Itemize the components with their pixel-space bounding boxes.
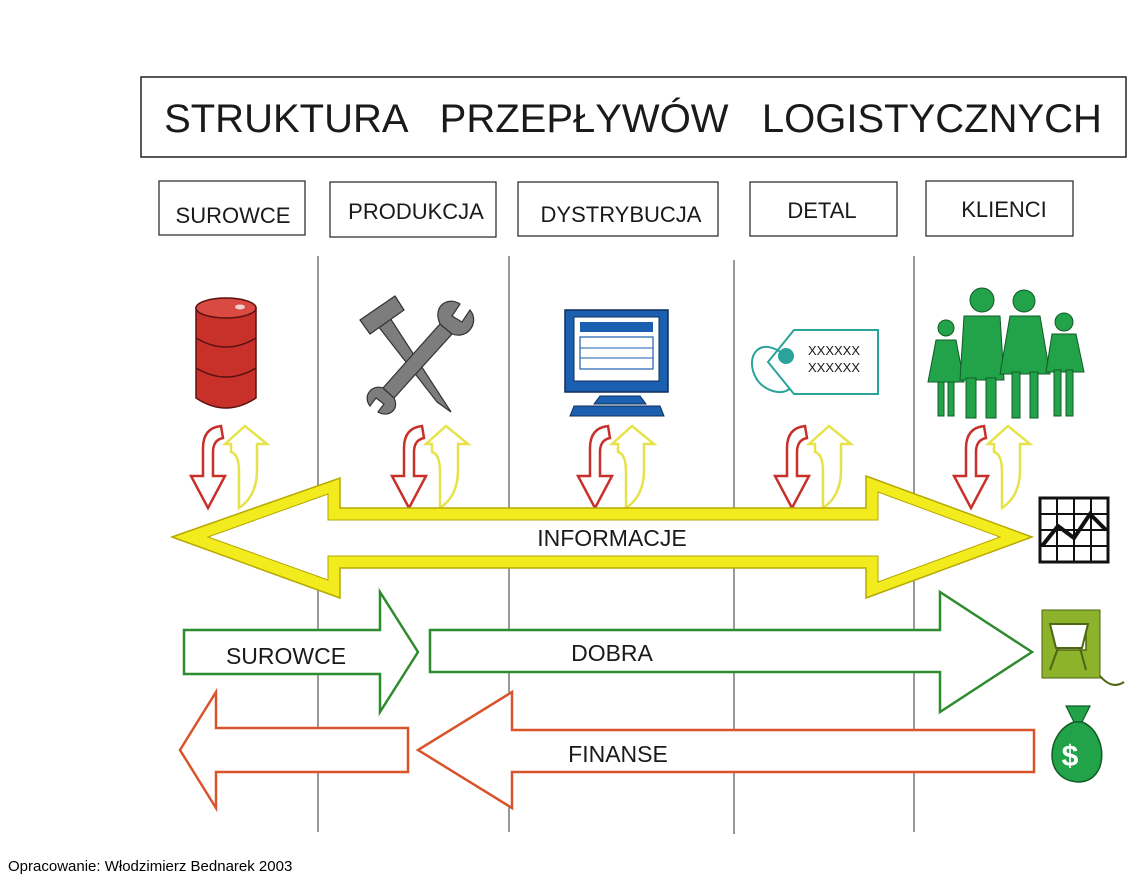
credit-text: Opracowanie: Włodzimierz Bednarek 2003	[8, 858, 293, 875]
money-bag-icon: $	[1051, 705, 1103, 783]
finanse-left-arrow	[178, 687, 410, 813]
informacje-arrow: INFORMACJE	[169, 474, 1035, 600]
price-tag-icon: XXXXXX XXXXXX	[751, 329, 879, 395]
computer-icon	[564, 309, 669, 417]
surowce-label: SUROWCE	[226, 643, 346, 669]
surowce-arrow: SUROWCE	[182, 587, 420, 717]
stage-label-text: DETAL	[787, 198, 856, 223]
stage-label-surowce: SUROWCE	[158, 180, 306, 236]
tag-text-line-1: XXXXXX	[808, 343, 860, 358]
stage-label-dystrybucja: DYSTRYBUCJA	[517, 181, 719, 237]
informacje-label: INFORMACJE	[537, 525, 687, 551]
exchange-arrows-dystrybucja	[575, 424, 658, 511]
finanse-label: FINANSE	[568, 741, 668, 767]
exchange-arrows	[188, 424, 1034, 511]
diagram-title: STRUKTURA PRZEPŁYWÓW LOGISTYCZNYCH	[164, 96, 1102, 141]
stage-label-klienci: KLIENCI	[925, 180, 1074, 237]
exchange-arrows-detal	[772, 424, 855, 511]
exchange-arrows-klienci	[951, 424, 1034, 511]
exchange-arrows-produkcja	[389, 424, 472, 511]
family-icon	[927, 287, 1085, 419]
stage-label-text: KLIENCI	[961, 197, 1047, 222]
stage-label-produkcja: PRODUKCJA	[329, 181, 497, 238]
chart-icon	[1038, 496, 1110, 564]
stage-label-detal: DETAL	[749, 181, 898, 237]
oil-barrel-icon	[195, 297, 257, 409]
exchange-arrows-surowce	[188, 424, 271, 511]
stage-label-text: SUROWCE	[176, 203, 291, 228]
stage-labels: SUROWCE PRODUKCJA DYSTRYBUCJA DETAL KLIE…	[158, 180, 1074, 238]
dobra-arrow: DOBRA	[428, 589, 1035, 715]
hammer-wrench-icon	[359, 295, 475, 415]
dobra-label: DOBRA	[571, 640, 653, 666]
shopping-cart-icon	[1041, 609, 1125, 686]
stage-label-text: PRODUKCJA	[348, 199, 484, 224]
stage-label-text: DYSTRYBUCJA	[541, 202, 702, 227]
finanse-arrow: FINANSE	[415, 689, 1036, 811]
title-box: STRUKTURA PRZEPŁYWÓW LOGISTYCZNYCH	[140, 76, 1127, 158]
tag-text-line-2: XXXXXX	[808, 360, 860, 375]
svg-text:$: $	[1062, 740, 1079, 773]
